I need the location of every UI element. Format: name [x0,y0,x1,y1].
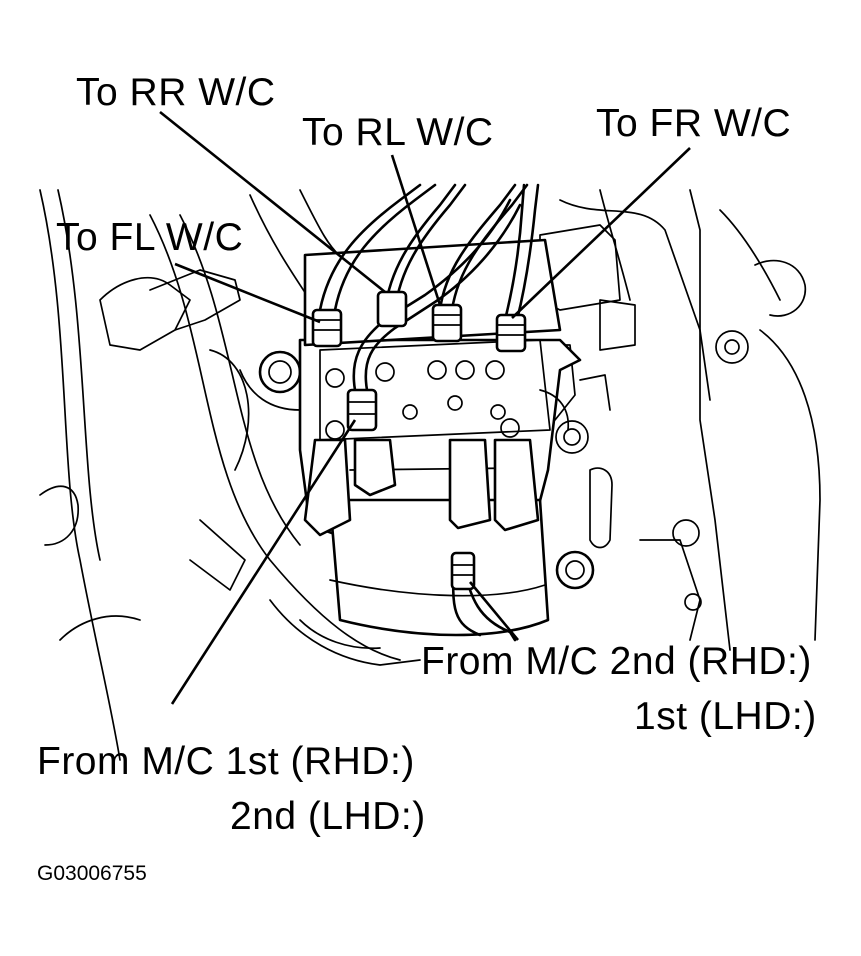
leader-to-fl [174,262,321,324]
leader-to-rr [159,110,386,294]
label-to-fr-wc: To FR W/C [596,102,792,145]
leader-from-mc1 [170,419,357,705]
leader-to-rl [390,154,442,306]
figure-id: G03006755 [37,862,147,885]
leader-from-mc2 [468,581,520,641]
leader-lines [159,110,691,705]
leader-to-fr [511,147,691,319]
label-to-rl-wc: To RL W/C [302,111,494,154]
label-from-mc1-line2: 2nd (LHD:) [230,795,426,838]
label-from-mc1-line1: From M/C 1st (RHD:) [37,740,415,783]
label-to-fl-wc: To FL W/C [56,216,244,259]
abs-actuator-body [239,238,582,637]
label-from-mc2-line1: From M/C 2nd (RHD:) [421,640,812,683]
brake-tubes [311,183,540,642]
label-from-mc2-line2: 1st (LHD:) [634,695,817,738]
label-to-rr-wc: To RR W/C [76,71,276,114]
